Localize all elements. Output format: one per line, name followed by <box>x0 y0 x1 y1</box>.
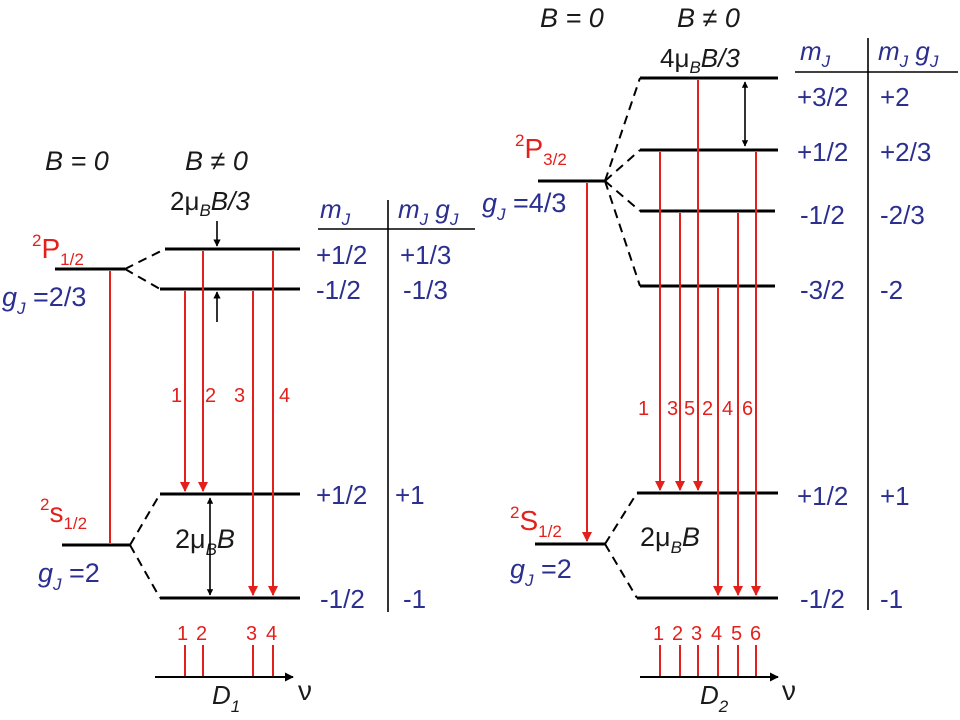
d1-spectrum-number: 3 <box>246 623 257 645</box>
d2-mjgj-value: -1 <box>880 584 903 614</box>
d1-connector <box>124 268 161 290</box>
d2-connector <box>604 492 638 545</box>
d1-connector <box>129 544 161 599</box>
d2-transition-number: 4 <box>722 398 733 420</box>
d1-lower-state-label: 2s1/2 <box>40 495 87 533</box>
d2-lower-gfactor: gJ =2 <box>510 554 572 590</box>
d2-mjgj-value: -2 <box>880 275 903 305</box>
d2-spectrum-number: 4 <box>711 623 722 645</box>
d2-upper-state-label: 2P3/2 <box>515 131 567 169</box>
d2-transition-number: 6 <box>742 398 753 420</box>
d2-mj-value: -1/2 <box>800 200 845 230</box>
d2-mjgj-value: +2/3 <box>880 137 931 167</box>
d1-mj-value: -1/2 <box>316 275 361 305</box>
d1-mjgj-value: -1/3 <box>403 275 448 305</box>
d1-connector <box>129 493 161 546</box>
d1-upper-state-label: 2P1/2 <box>32 231 84 269</box>
d1-transition-number: 3 <box>234 385 245 407</box>
d2-mj-value: +1/2 <box>797 481 848 511</box>
d1-mjgj-value: -1 <box>403 584 426 614</box>
d1-mjgj-value: +1/3 <box>400 240 451 270</box>
d1-panel: B = 0 B ≠ 0 2μBB/3 2P1/2 gJ =2/3 2s1/2 g… <box>2 146 475 716</box>
d2-line-name: D2 <box>700 680 729 716</box>
d2-mjgj-value: +2 <box>880 82 910 112</box>
d1-line-name: D1 <box>212 680 240 716</box>
d1-mj-value: +1/2 <box>316 240 367 270</box>
d2-nu-label: ν <box>782 675 796 706</box>
d2-lower-splitting-label: 2μBB <box>640 522 700 557</box>
d2-spectrum-number: 5 <box>731 623 742 645</box>
d1-b-zero-label: B = 0 <box>45 146 109 176</box>
d2-b-nonzero-label: B ≠ 0 <box>677 3 740 33</box>
d1-spectrum-number: 2 <box>196 623 207 645</box>
d1-mj-value: +1/2 <box>316 480 367 510</box>
d2-connector <box>604 149 641 182</box>
d2-b-zero-label: B = 0 <box>540 3 604 33</box>
d1-transition-number: 2 <box>205 385 216 407</box>
d1-transition-number: 1 <box>171 385 182 407</box>
d2-spectrum-number: 6 <box>750 623 761 645</box>
d2-mj-value: -3/2 <box>800 275 845 305</box>
d1-upper-splitting-label: 2μBB/3 <box>170 186 250 220</box>
d2-transition-number: 1 <box>638 398 649 420</box>
d2-mj-header: mJ <box>800 36 831 71</box>
d1-connector <box>124 248 166 270</box>
d2-panel: B = 0 B ≠ 0 4μBB/3 2P3/2 gJ =4/3 2S1/2 g… <box>482 3 958 716</box>
d1-transition-number: 4 <box>279 385 290 407</box>
d2-transition-number: 5 <box>684 398 695 420</box>
d2-connector <box>604 77 641 182</box>
d2-connector <box>604 543 638 599</box>
d2-transition-number: 3 <box>667 398 678 420</box>
d1-mjgj-value: +1 <box>395 480 425 510</box>
d1-lower-splitting-label: 2μBB <box>175 524 235 559</box>
d1-upper-gfactor: gJ =2/3 <box>2 282 86 318</box>
d2-mj-value: -1/2 <box>800 584 845 614</box>
d1-b-nonzero-label: B ≠ 0 <box>185 146 248 176</box>
d1-mj-value: -1/2 <box>320 584 365 614</box>
d1-mj-header: mJ <box>320 194 351 229</box>
d2-spectrum-number: 1 <box>653 623 664 645</box>
d2-connector <box>604 180 641 212</box>
d1-mjgj-header: mJ gJ <box>398 194 459 229</box>
d2-mj-value: +3/2 <box>797 82 848 112</box>
d1-lower-gfactor: gJ =2 <box>38 558 100 594</box>
d2-mjgj-value: +1 <box>880 481 910 511</box>
d2-upper-splitting-label: 4μBB/3 <box>660 43 740 77</box>
d2-spectrum-number: 3 <box>691 623 702 645</box>
d1-nu-label: ν <box>298 675 312 706</box>
d1-spectrum-number: 4 <box>266 623 277 645</box>
d2-connector <box>604 180 641 287</box>
d1-spectrum-number: 1 <box>177 623 188 645</box>
d2-mjgj-value: -2/3 <box>880 200 925 230</box>
d2-lower-state-label: 2S1/2 <box>510 503 562 541</box>
d2-upper-gfactor: gJ =4/3 <box>482 188 566 224</box>
d2-mjgj-header: mJ gJ <box>878 36 939 71</box>
d2-spectrum-number: 2 <box>672 623 683 645</box>
d2-mj-value: +1/2 <box>797 137 848 167</box>
d2-transition-number: 2 <box>702 398 713 420</box>
